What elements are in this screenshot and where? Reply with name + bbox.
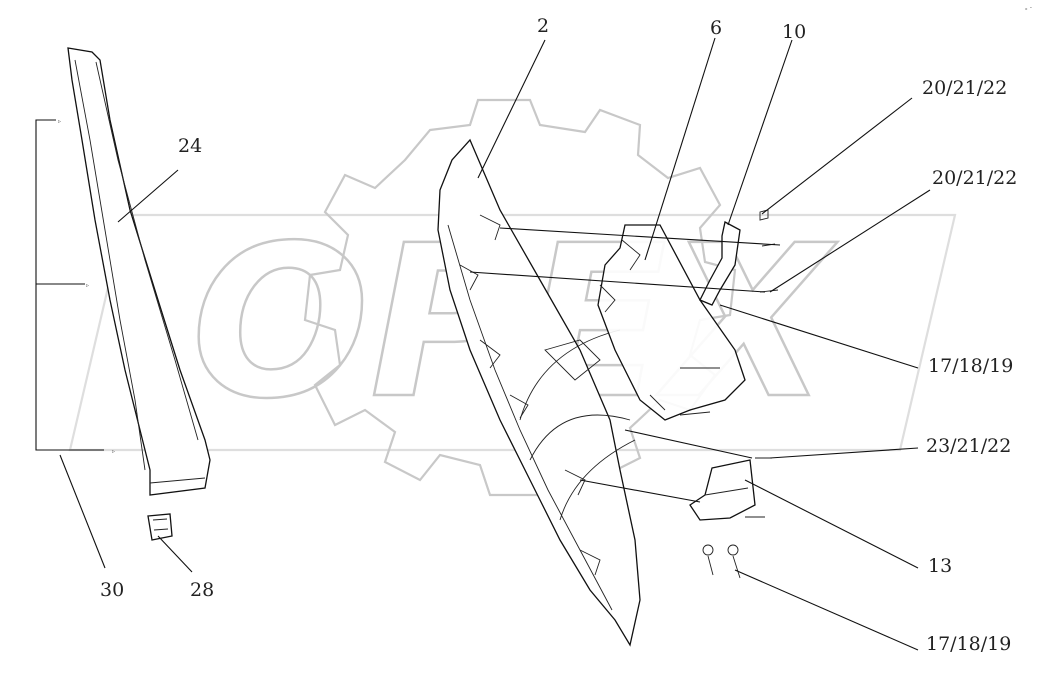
part-2-main-panel bbox=[437, 138, 641, 647]
svg-text:▹: ▹ bbox=[58, 118, 61, 125]
callout-24: 24 bbox=[178, 135, 202, 157]
svg-text:▹: ▹ bbox=[86, 282, 89, 289]
part-10-bracket bbox=[699, 221, 741, 306]
callout-23-21-22: 23/21/22 bbox=[926, 435, 1011, 457]
callout-6: 6 bbox=[710, 17, 722, 39]
callout-17-18-19-upper: 17/18/19 bbox=[928, 355, 1013, 377]
leader-lines bbox=[59, 37, 931, 651]
fasteners bbox=[679, 209, 779, 579]
callout-17-18-19-lower: 17/18/19 bbox=[926, 633, 1011, 655]
callout-labels: 2 6 10 20/21/22 20/21/22 24 17/18/19 23/… bbox=[100, 15, 1017, 655]
part-24-pillar-trim bbox=[67, 47, 211, 496]
part-28-clip bbox=[147, 513, 173, 541]
callout-10: 10 bbox=[782, 21, 806, 43]
part-13-bracket-plate bbox=[689, 459, 756, 521]
callout-2: 2 bbox=[537, 15, 549, 37]
callout-13: 13 bbox=[928, 555, 952, 577]
part-6-cover-plate bbox=[597, 224, 746, 421]
callout-28: 28 bbox=[190, 579, 214, 601]
callout-20-21-22-upper: 20/21/22 bbox=[922, 77, 1007, 99]
callout-30: 30 bbox=[100, 579, 124, 601]
svg-text:▹: ▹ bbox=[112, 448, 115, 455]
reference-bracket: ▹ ▹ ▹ bbox=[35, 118, 115, 455]
corner-mark: ᵅ ˉ bbox=[1025, 7, 1032, 14]
callout-20-21-22-lower: 20/21/22 bbox=[932, 167, 1017, 189]
